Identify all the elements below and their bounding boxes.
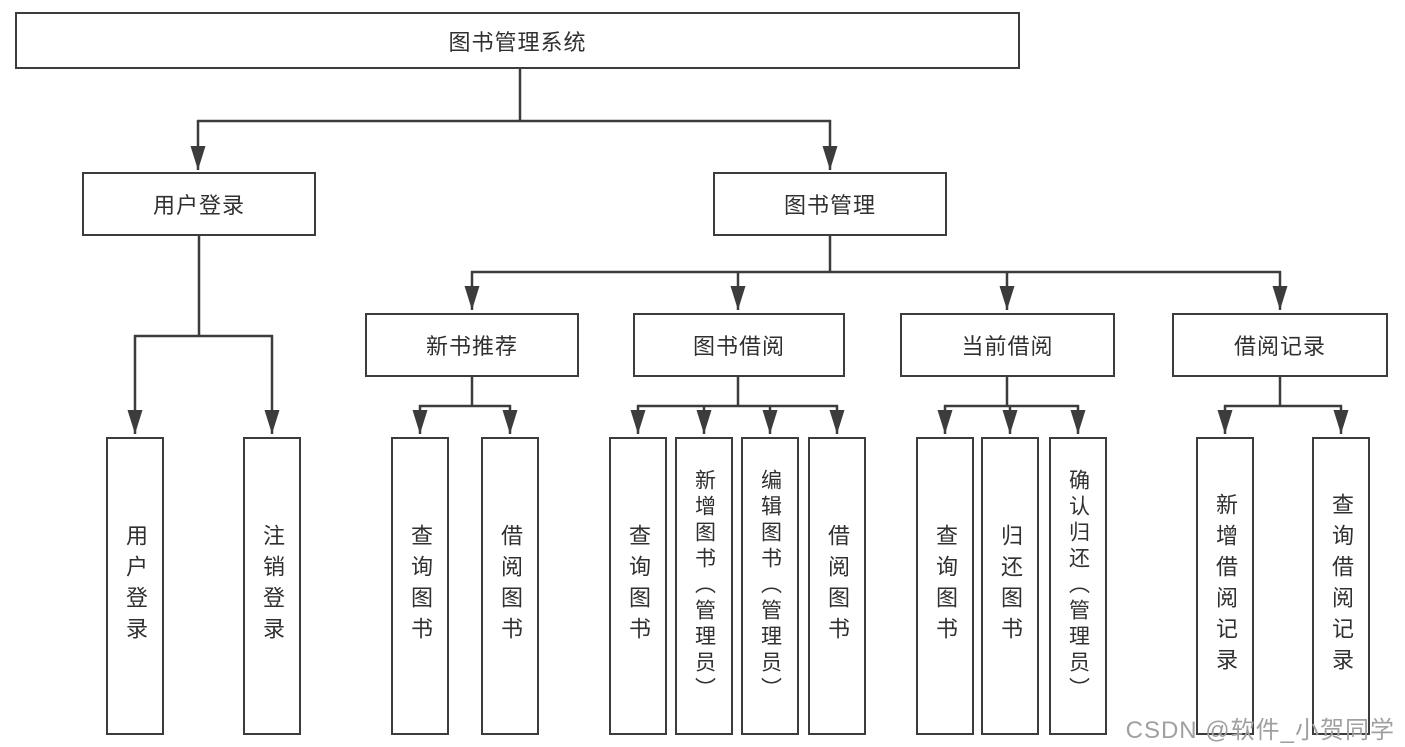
leaf-borrow-books-recommend: 借阅图书 [481,437,539,735]
leaf-confirm-return-admin-label: 确认归还（管理员） [1066,469,1090,703]
leaf-logout-label: 注销登录 [260,524,285,648]
leaf-search-books-borrowing: 查询图书 [609,437,667,735]
leaf-add-book-admin-label: 新增图书（管理员） [692,469,716,703]
node-current-borrowing-label: 当前借阅 [961,334,1054,359]
node-book-management-label: 图书管理 [783,193,876,218]
leaf-borrow-books-borrowing: 借阅图书 [808,437,866,735]
leaf-user-login: 用户登录 [106,437,164,735]
leaf-add-borrow-record-label: 新增借阅记录 [1213,493,1238,679]
leaf-add-book-admin: 新增图书（管理员） [675,437,733,735]
leaf-search-borrow-record: 查询借阅记录 [1312,437,1370,735]
node-book-borrowing: 图书借阅 [633,313,845,377]
leaf-user-login-label: 用户登录 [123,524,148,648]
leaf-search-books-recommend: 查询图书 [391,437,449,735]
node-root-label: 图书管理系统 [448,29,587,55]
leaf-search-books-borrowing-label: 查询图书 [626,524,651,648]
node-user-login: 用户登录 [82,172,316,236]
node-new-book-recommend-label: 新书推荐 [425,334,518,359]
leaf-search-books-current-label: 查询图书 [933,524,958,648]
node-book-management: 图书管理 [713,172,947,236]
leaf-search-books-current: 查询图书 [916,437,974,735]
leaf-confirm-return-admin: 确认归还（管理员） [1049,437,1107,735]
leaf-borrow-books-recommend-label: 借阅图书 [498,524,523,648]
leaf-add-borrow-record: 新增借阅记录 [1196,437,1254,735]
node-borrowing-records-label: 借阅记录 [1233,334,1326,359]
leaf-return-book-label: 归还图书 [998,524,1023,648]
leaf-return-book: 归还图书 [981,437,1039,735]
leaf-edit-book-admin: 编辑图书（管理员） [741,437,799,735]
leaf-borrow-books-borrowing-label: 借阅图书 [825,524,850,648]
node-root: 图书管理系统 [15,12,1020,69]
node-book-borrowing-label: 图书借阅 [692,334,785,359]
node-borrowing-records: 借阅记录 [1172,313,1388,377]
node-current-borrowing: 当前借阅 [900,313,1115,377]
node-user-login-label: 用户登录 [152,193,245,218]
node-new-book-recommend: 新书推荐 [365,313,579,377]
leaf-edit-book-admin-label: 编辑图书（管理员） [758,469,782,703]
leaf-logout: 注销登录 [243,437,301,735]
csdn-watermark: CSDN @软件_小贺同学 [1125,717,1395,744]
leaf-search-borrow-record-label: 查询借阅记录 [1329,493,1354,679]
leaf-search-books-recommend-label: 查询图书 [408,524,433,648]
